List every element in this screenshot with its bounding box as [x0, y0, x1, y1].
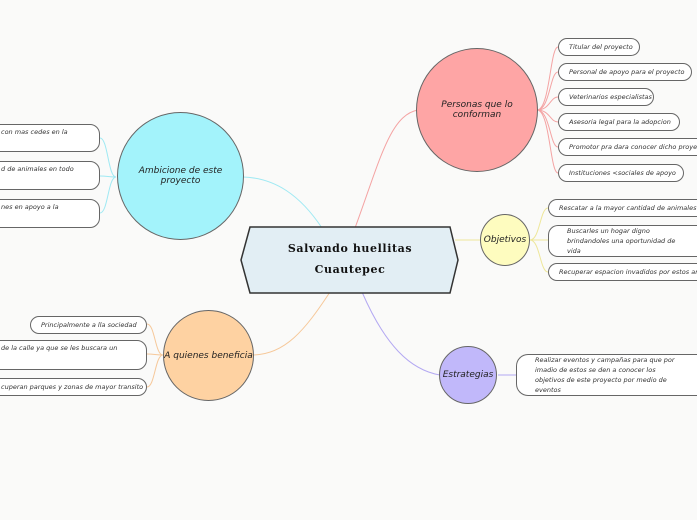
- links-ambicione: [99, 137, 117, 214]
- personas-item[interactable]: Veterinarios especialistas: [558, 88, 654, 106]
- central-topic[interactable]: Salvando huellitas Cuautepec: [250, 230, 450, 290]
- personas-item[interactable]: Promotor pra dara conocer dicho proyecto: [558, 138, 697, 156]
- personas-item[interactable]: Titular del proyecto: [558, 38, 640, 56]
- links-objetivos: [529, 207, 549, 273]
- quienes-item[interactable]: Principalmente a lla sociedad: [30, 316, 147, 334]
- personas-item[interactable]: Asesoria legal para la adopcion: [558, 113, 680, 131]
- personas-item[interactable]: Instituciones <sociales de apoyo: [558, 164, 684, 182]
- link-central-estrategias: [361, 291, 441, 376]
- topic-personas[interactable]: Personas que lo conforman: [416, 48, 538, 172]
- ambicione-item[interactable]: con mas cedes en la: [0, 124, 100, 152]
- link-central-quienes: [251, 291, 331, 356]
- ambicione-item[interactable]: d de animales en todo: [0, 161, 100, 190]
- quienes-item[interactable]: de la calle ya que se les buscara un: [0, 340, 147, 370]
- topic-estrategias-label: Estrategias: [442, 370, 494, 380]
- quienes-item[interactable]: cuperan parques y zonas de mayor transit…: [0, 378, 147, 396]
- links-personas: [536, 46, 559, 174]
- topic-ambicione[interactable]: Ambicione de este proyecto: [117, 112, 244, 240]
- central-title-line2: Cuautepec: [314, 263, 386, 276]
- links-quienes: [146, 323, 164, 388]
- objetivos-item[interactable]: Rescatar a la mayor cantidad de animales: [548, 199, 697, 217]
- objetivos-item[interactable]: Recuperar espacion invadidos por estos a…: [548, 263, 697, 281]
- ambicione-item[interactable]: nes en apoyo a la: [0, 199, 100, 228]
- link-central-personas: [354, 109, 419, 229]
- topic-ambicione-label: Ambicione de este proyecto: [138, 166, 223, 186]
- central-title-line1: Salvando huellitas: [287, 242, 413, 256]
- estrategias-item[interactable]: Realizar eventos y campañas para que por…: [516, 354, 697, 396]
- topic-objetivos-label: Objetivos: [483, 235, 527, 245]
- link-central-ambicione: [242, 176, 323, 229]
- topic-estrategias[interactable]: Estrategias: [439, 346, 497, 404]
- topic-personas-label: Personas que lo conforman: [441, 100, 513, 120]
- topic-objetivos[interactable]: Objetivos: [480, 214, 530, 266]
- objetivos-item[interactable]: Buscarles un hogar digno brindandoles un…: [548, 225, 697, 257]
- topic-quienes[interactable]: A quienes beneficia: [163, 310, 254, 401]
- topic-quienes-label: A quienes beneficia: [164, 350, 253, 361]
- personas-item[interactable]: Personal de apoyo para el proyecto: [558, 63, 692, 81]
- central-node-shape: [240, 226, 459, 294]
